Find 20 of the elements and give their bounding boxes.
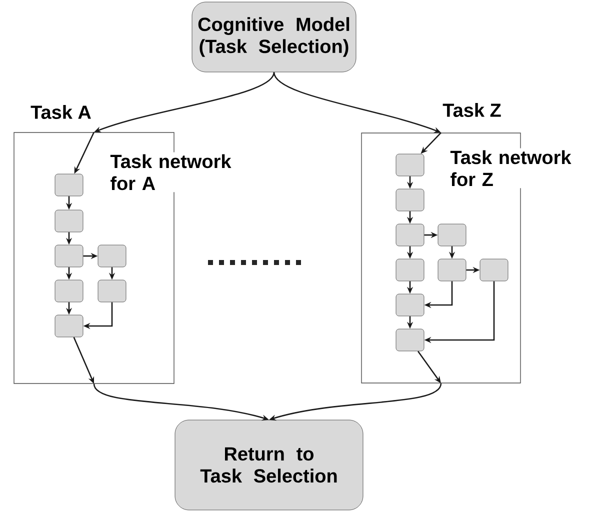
task-box: [396, 294, 424, 316]
edge-label: Task Z: [442, 102, 502, 118]
process-box: Return to Task Selection: [174, 420, 364, 510]
task-box: [396, 328, 424, 352]
task-box: [54, 174, 84, 196]
task-box: [480, 258, 508, 282]
task-box: [98, 280, 126, 302]
task-box: [396, 224, 424, 246]
task-box: [438, 224, 466, 246]
task-box: [54, 244, 84, 268]
task-box: [396, 188, 424, 212]
task-box: [438, 258, 466, 282]
task-box: [54, 210, 84, 232]
task-box: [54, 280, 84, 302]
task-box: [396, 154, 424, 176]
edge-label: Task A: [30, 104, 92, 120]
task-box: [396, 258, 424, 282]
process-box: Cognitive Model (Task Selection): [192, 2, 356, 72]
task-box: [98, 244, 126, 268]
task-box: [54, 314, 84, 338]
